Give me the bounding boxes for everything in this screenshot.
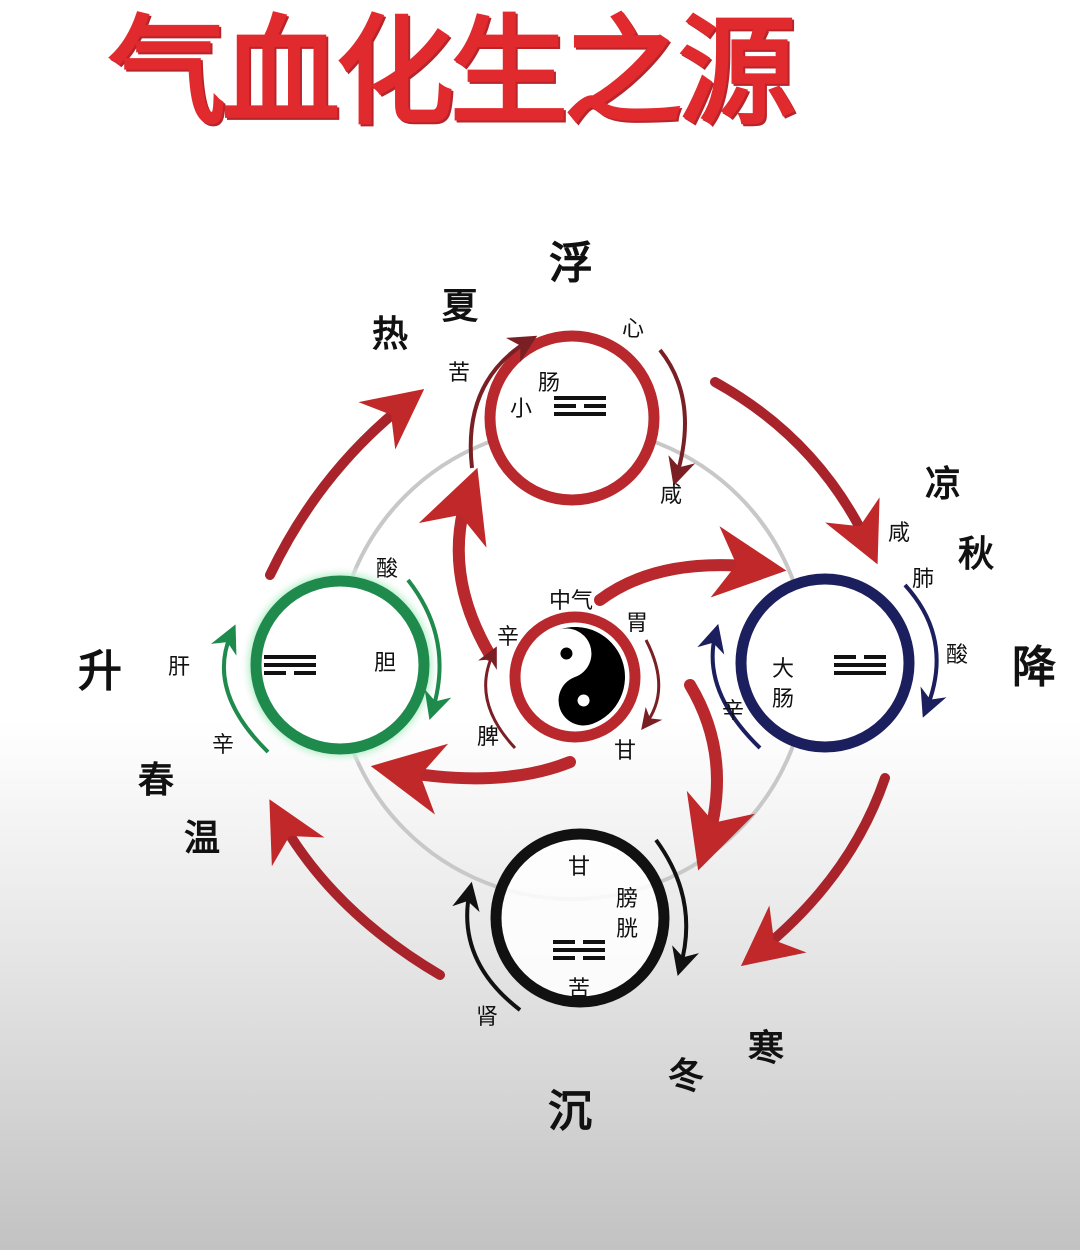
page-title: 气血化生之源 [108,3,796,141]
direction-float-label: 浮 [549,238,593,289]
direction-descend-label: 降 [1012,642,1056,693]
arrow-center-to-heart [418,467,496,661]
gallbladder-label: 胆 [374,651,396,676]
bladder-label-2: 胱 [616,917,638,942]
direction-sink-label: 沉 [548,1086,592,1137]
arrow-center-to-lung [594,526,787,606]
arrow-spring-to-summer [265,388,425,580]
taste-pungent-label-center: 辛 [497,625,519,650]
taste-sweet-label-center: 甘 [614,739,636,764]
taste-pungent-label-autumn: 辛 [722,699,744,724]
taste-salty-label-autumn: 咸 [888,521,910,546]
season-autumn-label: 秋 [958,534,994,575]
climate-cold-label: 寒 [748,1028,784,1069]
taste-salty-label: 咸 [660,483,682,508]
heart-node: 心 小 肠 苦 咸 [448,317,696,508]
bladder-label-1: 膀 [616,887,638,912]
stomach-label: 胃 [626,611,648,636]
taste-sour-label-autumn: 酸 [946,643,968,668]
season-summer-label: 夏 [442,286,479,327]
kidney-node: 甘 膀 胱 苦 肾 [452,828,699,1030]
arrow-winter-to-spring [269,799,445,980]
middle-qi-label: 中气 [549,589,593,614]
small-intestine-label-1: 小 [510,397,532,422]
taste-pungent-label: 辛 [212,733,234,758]
season-spring-label: 春 [138,760,174,801]
spleen-label: 脾 [477,725,499,750]
climate-hot-label: 热 [372,314,408,355]
lung-label: 肺 [912,567,934,592]
liver-node: 肝 胆 辛 酸 [168,557,452,765]
center-node: 中气 胃 辛 脾 甘 [477,589,663,764]
season-winter-label: 冬 [668,1056,704,1097]
yin-yang-icon [525,627,625,727]
trigram-li-icon [554,396,606,416]
liver-label: 肝 [168,655,190,680]
small-intestine-label-2: 肠 [538,371,560,396]
arrow-center-to-liver [370,743,576,815]
taste-bitter-label: 苦 [448,361,470,386]
arrow-summer-to-autumn [710,377,880,565]
large-intestine-label-2: 肠 [772,687,794,712]
taste-sweet-label-winter: 甘 [568,855,590,880]
climate-warm-label: 温 [184,818,220,859]
large-intestine-label-1: 大 [772,657,794,682]
arrow-autumn-to-winter [740,773,890,967]
trigram-kan-icon [553,940,605,960]
taste-sour-label: 酸 [376,557,398,582]
climate-cool-label: 凉 [925,464,961,505]
heart-label: 心 [622,317,644,342]
kidney-label: 肾 [476,1005,498,1030]
taste-bitter-label-winter: 苦 [568,977,590,1002]
direction-rise-label: 升 [78,646,122,697]
trigram-xun-icon [264,655,316,675]
arrow-center-to-kidney [684,679,756,871]
lung-node: 肺 大 肠 咸 酸 辛 [697,521,968,753]
trigram-dui-icon [834,655,886,675]
